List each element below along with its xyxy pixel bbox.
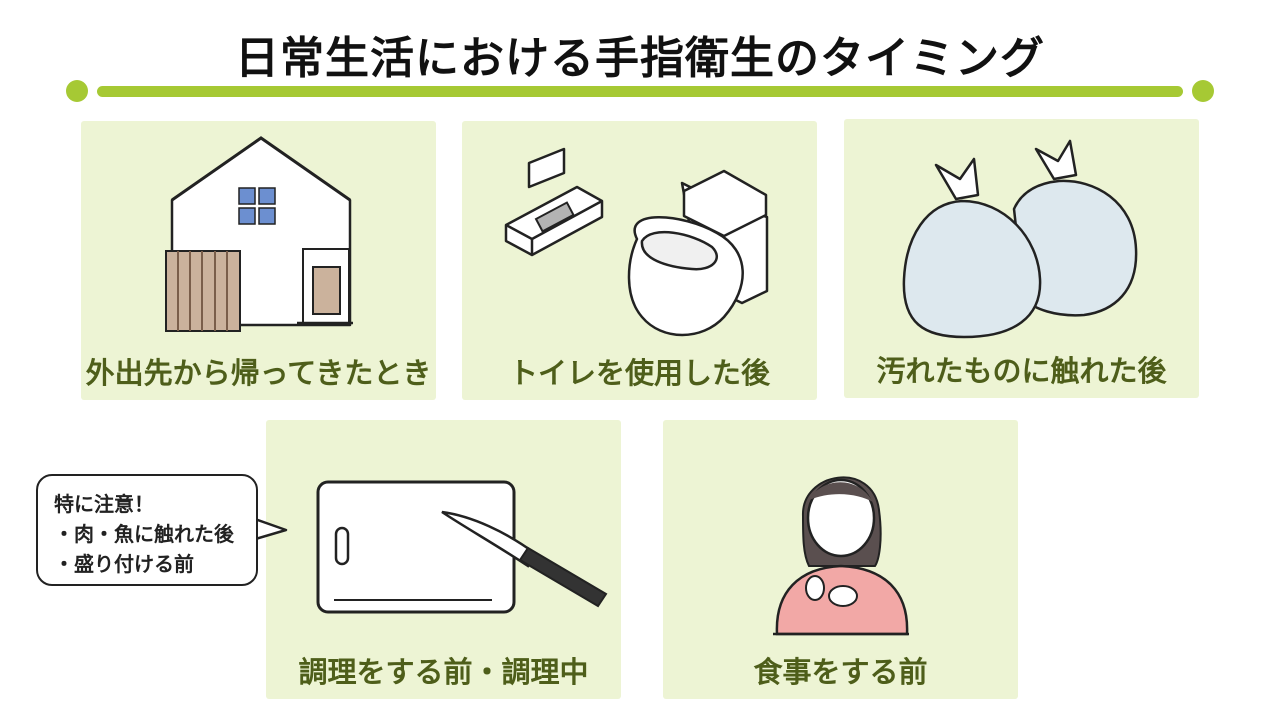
callout-tail — [252, 516, 288, 542]
rule-right-dot — [1192, 80, 1214, 102]
caution-callout: 特に注意！ ・肉・魚に触れた後 ・盛り付ける前 — [36, 474, 258, 586]
card-label: 食事をする前 — [753, 655, 928, 689]
card-after-dirty-touch: 汚れたものに触れた後 — [844, 119, 1199, 398]
callout-item: ・盛り付ける前 — [54, 552, 194, 576]
card-before-meal: 食事をする前 — [663, 420, 1018, 699]
rule-left-dot — [66, 80, 88, 102]
cutting-board-knife-icon — [316, 480, 608, 614]
title-divider — [97, 86, 1183, 97]
card-returning-home: 外出先から帰ってきたとき — [81, 121, 436, 400]
card-cooking: 調理をする前・調理中 — [266, 420, 621, 699]
callout-heading: 特に注意！ — [54, 492, 154, 516]
card-label: トイレを使用した後 — [508, 356, 770, 390]
card-after-toilet: トイレを使用した後 — [462, 121, 817, 400]
callout-item: ・肉・魚に触れた後 — [54, 522, 234, 546]
woman-eating-icon — [773, 476, 909, 636]
toilet-icon — [504, 147, 769, 337]
house-icon — [165, 136, 353, 332]
page-title: 日常生活における手指衛生のタイミング — [235, 33, 1045, 84]
card-label: 外出先から帰ってきたとき — [85, 356, 432, 390]
garbage-bags-icon — [902, 139, 1138, 339]
card-label: 調理をする前・調理中 — [298, 655, 589, 689]
card-label: 汚れたものに触れた後 — [876, 354, 1167, 388]
